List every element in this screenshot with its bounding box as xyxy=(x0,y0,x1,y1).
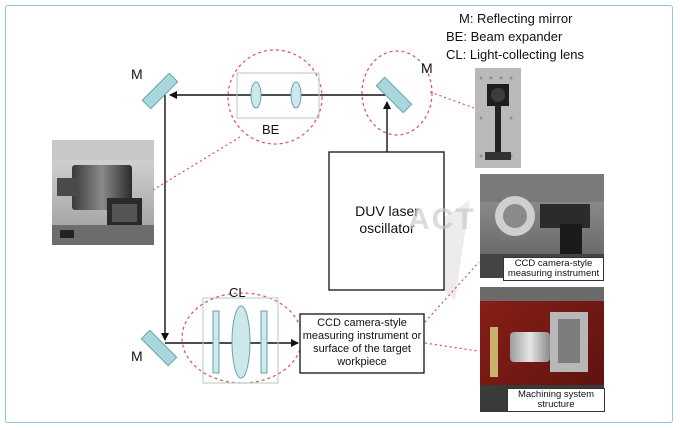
photo-mirror-mount xyxy=(475,68,521,168)
collecting-lens-plate-2 xyxy=(260,310,268,374)
collecting-lens-plate-1 xyxy=(212,310,220,374)
mirror-top-left xyxy=(141,72,179,110)
caption-machining-structure: Machining system structure xyxy=(507,388,605,412)
label-collecting-lens: CL xyxy=(229,285,246,300)
legend-mirror: M: Reflecting mirror xyxy=(459,11,573,26)
watermark-text: ACT xyxy=(408,203,476,236)
beam-expander-highlight xyxy=(227,49,323,145)
caption-ccd-instrument: CCD camera-style measuring instrument xyxy=(503,257,604,281)
target-box xyxy=(299,313,425,374)
photo-measuring-setup xyxy=(52,140,154,245)
beam-expander-lens-2 xyxy=(290,81,302,109)
mirror-top-right xyxy=(375,76,413,114)
legend-beam-expander: BE: Beam expander xyxy=(446,29,563,44)
beam-expander-box xyxy=(236,72,320,119)
label-mirror-top-left: M xyxy=(131,66,143,82)
connector-target-to-photo xyxy=(424,342,479,352)
laser-oscillator-box xyxy=(328,151,445,291)
photo-measuring-setup-image xyxy=(52,140,154,245)
beam-expander-lens-1 xyxy=(250,81,262,109)
label-mirror-bottom-left: M xyxy=(131,348,143,364)
collecting-lens-box xyxy=(202,297,279,384)
connector-mirror-to-photo xyxy=(429,91,475,109)
label-beam-expander: BE xyxy=(262,122,280,137)
mirror-bottom-left xyxy=(140,329,178,367)
target-label: CCD camera-style measuring instrument or… xyxy=(302,317,422,368)
mirror-top-right-highlight xyxy=(361,50,433,136)
label-mirror-top-right: M xyxy=(421,60,433,76)
connector-be-to-photo xyxy=(152,136,241,191)
photo-mirror-mount-image xyxy=(475,68,521,168)
connector-laser-to-ccd xyxy=(424,261,480,323)
collecting-lens-convex xyxy=(231,305,251,379)
laser-oscillator-label: DUV laser oscillator xyxy=(355,203,419,236)
legend-collecting-lens: CL: Light-collecting lens xyxy=(446,47,585,62)
